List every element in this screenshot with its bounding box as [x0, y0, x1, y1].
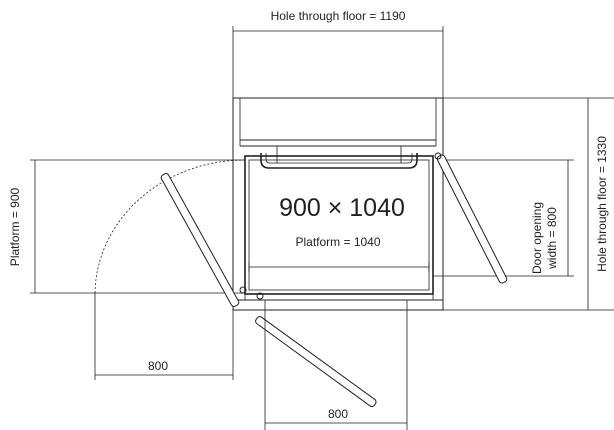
door-opening-label-line2: width = 800 — [545, 207, 559, 270]
door-opening-dimension: Door opening width = 800 — [433, 159, 574, 277]
hole-depth-dimension: Hole through floor = 1330 — [443, 97, 614, 311]
door-opening-label-line1: Door opening — [530, 202, 544, 274]
left-door-width-label: 800 — [148, 359, 168, 373]
hole-width-label: Hole through floor = 1190 — [271, 9, 406, 23]
platform-side-dimension: Platform = 900 — [8, 159, 245, 294]
bottom-door-dimension: 800 — [264, 300, 408, 430]
left-door-dimension: 800 — [95, 310, 234, 380]
right-door — [434, 152, 508, 284]
platform: 900 × 1040 Platform = 1040 — [244, 146, 434, 295]
platform-size-label: 900 × 1040 — [279, 194, 405, 222]
shaft-outline — [232, 97, 444, 311]
handrail-icon — [260, 153, 418, 169]
hole-width-dimension: Hole through floor = 1190 — [232, 9, 444, 98]
bottom-door-width-label: 800 — [328, 407, 348, 421]
platform-side-label: Platform = 900 — [8, 187, 22, 266]
platform-depth-label: Platform = 1040 — [295, 235, 380, 249]
bottom-door — [255, 292, 377, 408]
left-door — [94, 159, 247, 380]
hole-depth-label: Hole through floor = 1330 — [595, 136, 609, 272]
door-swing-arc — [94, 159, 246, 294]
threshold — [233, 294, 443, 301]
